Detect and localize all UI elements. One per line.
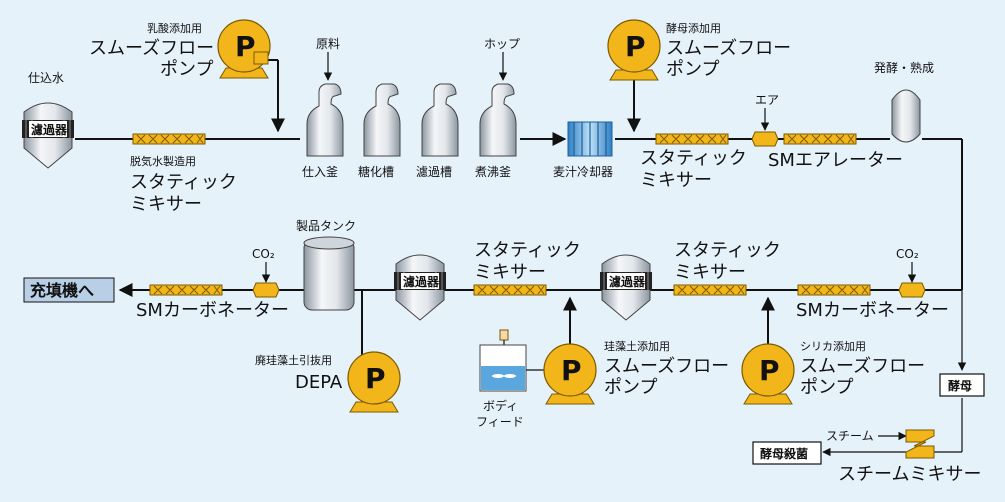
steam-mixer	[905, 429, 935, 459]
middle-static-mixer-2	[673, 284, 747, 296]
middle-mixer-static-label-2: スタティック	[674, 240, 781, 261]
to-filler-label: 充填機へ	[30, 281, 94, 300]
sm-aerator	[751, 131, 857, 147]
middle-filter-label-1: 濾過器	[403, 274, 440, 289]
middle-static-mixer-1	[473, 284, 547, 296]
lactic-acid-pump	[217, 19, 271, 79]
body-feed-tank	[479, 329, 548, 392]
yeast-pump-label: ポンプ	[666, 59, 719, 80]
silica-pump-smooth-label: スムーズフロー	[800, 356, 925, 377]
silica-pump-small-label: シリカ添加用	[800, 339, 866, 353]
boil-kettle-vessel	[479, 83, 517, 157]
waste-pump-small-label: 廃珪藻土引抜用	[255, 353, 332, 367]
water-filter-label: 濾過器	[31, 122, 68, 137]
to-filler-box	[23, 277, 115, 303]
lactic-pump-small-label: 乳酸添加用	[147, 21, 202, 35]
left-co2-label: CO₂	[252, 247, 275, 261]
yeast-box-label: 酵母	[948, 378, 972, 393]
yeast-sterilize-label: 酵母殺菌	[760, 446, 808, 461]
boil-kettle-label: 煮沸釜	[475, 164, 511, 179]
silica-pump-label: ポンプ	[800, 377, 853, 398]
deaerated-mixer-static-label: スタティック	[130, 172, 237, 193]
body-label: ボディ	[483, 398, 518, 413]
air-label: エア	[755, 93, 779, 107]
lactic-pump-smooth-label: スムーズフロー	[89, 38, 214, 59]
wort-cooler	[567, 121, 613, 157]
diatom-pump-small-label: 珪藻土添加用	[604, 339, 670, 353]
silica-pump-letter: P	[759, 354, 780, 387]
right-co2-label: CO₂	[896, 247, 919, 261]
raw-material-label: 原料	[316, 37, 340, 51]
product-tank-label: 製品タンク	[296, 219, 356, 233]
yeast-pump-letter: P	[625, 30, 646, 63]
right-sm-carbonator	[797, 262, 926, 298]
steam-label: スチーム	[826, 429, 874, 443]
middle-mixer-label-2: ミキサー	[674, 262, 746, 283]
lauter-tun-vessel	[421, 83, 459, 157]
silica-addition-pump	[741, 343, 795, 405]
deaerated-static-mixer	[132, 133, 206, 145]
feed-label: フィード	[476, 415, 524, 429]
mash-kettle-label: 仕入釜	[302, 164, 338, 179]
yeast-mixer-static-label: スタティック	[640, 148, 747, 169]
wort-cooler-label: 麦汁冷却器	[553, 165, 613, 179]
middle-mixer-static-label-1: スタティック	[474, 240, 581, 261]
right-sm-carbonator-label: SMカーボネーター	[796, 300, 949, 321]
lactic-pump-label: ポンプ	[160, 59, 213, 80]
middle-filter-label-2: 濾過器	[609, 274, 646, 289]
fermentation-tank	[891, 89, 921, 143]
saccharify-label: 糖化槽	[358, 164, 394, 179]
steam-mixer-label: スチームミキサー	[838, 464, 981, 485]
mash-kettle-vessel	[306, 83, 344, 157]
hop-label: ホップ	[484, 37, 520, 51]
left-sm-carbonator	[149, 262, 280, 298]
diatom-pump-letter: P	[561, 354, 582, 387]
saccharification-vessel	[363, 83, 401, 157]
depa-pump-letter: P	[365, 362, 386, 395]
diatom-pump-smooth-label: スムーズフロー	[604, 356, 729, 377]
brewhouse-vessels	[306, 83, 517, 157]
yeast-addition-pump	[607, 19, 661, 81]
yeast-static-mixer	[655, 133, 729, 145]
product-tank	[303, 236, 355, 311]
yeast-box	[939, 373, 985, 397]
middle-mixer-label-1: ミキサー	[474, 262, 546, 283]
yeast-pump-smooth-label: スムーズフロー	[666, 38, 791, 59]
deaerated-mixer-small-label: 脱気水製造用	[130, 154, 196, 168]
yeast-sterilize-box	[752, 441, 822, 465]
deaerated-mixer-label: ミキサー	[130, 194, 202, 215]
diatom-addition-pump	[543, 343, 597, 405]
yeast-pump-small-label: 酵母添加用	[666, 21, 721, 35]
diatom-pump-label: ポンプ	[604, 377, 657, 398]
left-sm-carbonator-label: SMカーボネーター	[136, 300, 289, 321]
depa-label: DEPA	[295, 372, 343, 393]
lactic-pump-letter: P	[235, 30, 256, 63]
lauter-label: 濾過槽	[416, 164, 452, 179]
ferment-label: 発酵・熟成	[874, 60, 934, 75]
depa-pump	[347, 351, 401, 413]
sm-aerator-label: SMエアレーター	[768, 150, 903, 171]
shikomi-water-label: 仕込水	[28, 71, 64, 85]
yeast-mixer-label: ミキサー	[640, 170, 712, 191]
